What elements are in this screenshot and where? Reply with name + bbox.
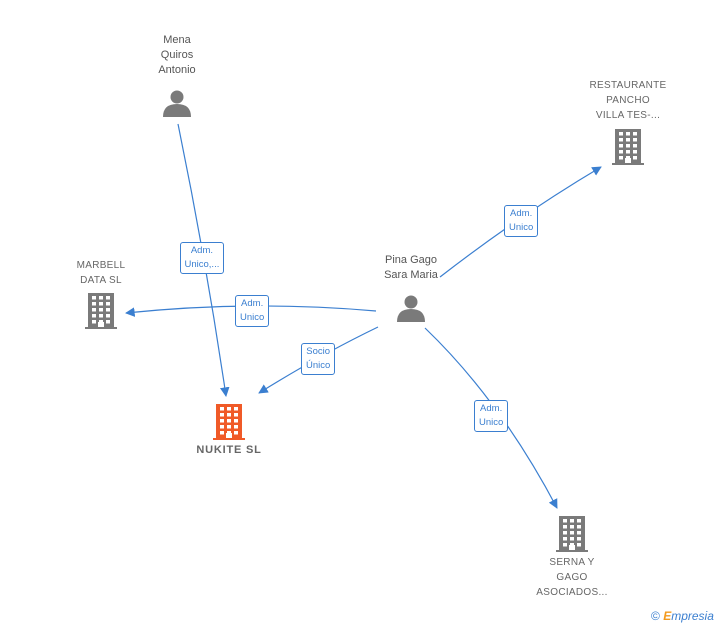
edge-label-pina-restaurante[interactable]: Adm. Unico [504, 205, 539, 237]
empresia-logo: Empresia [663, 609, 714, 623]
node-label-pina[interactable]: Pina Gago Sara Maria [384, 254, 438, 281]
node-label-nukite[interactable]: NUKITE SL [196, 444, 262, 456]
node-label-serna[interactable]: SERNA Y GAGO ASOCIADOS... [536, 557, 608, 598]
node-label-mena[interactable]: Mena Quiros Antonio [158, 34, 196, 76]
edge-label-pina-marbell[interactable]: Adm. Unico [235, 295, 270, 327]
building-icon-marbell[interactable] [85, 293, 117, 329]
edge-label-pina-nukite[interactable]: Socio Único [301, 343, 336, 375]
edge-label-mena-nukite[interactable]: Adm. Unico,... [179, 242, 225, 274]
person-icon-mena[interactable] [163, 90, 191, 118]
building-icon-restaurante[interactable] [612, 129, 644, 165]
copyright-symbol: © [651, 609, 660, 623]
building-icon-nukite[interactable] [213, 404, 245, 440]
person-icon-pina[interactable] [397, 295, 425, 323]
footer-brand: © Empresia [651, 609, 714, 623]
building-icon-serna[interactable] [556, 516, 588, 552]
node-label-marbell[interactable]: MARBELL DATA SL [76, 260, 126, 286]
node-label-restaurante[interactable]: RESTAURANTE PANCHO VILLA TES-... [589, 80, 667, 121]
edge-label-pina-serna[interactable]: Adm. Unico [474, 400, 509, 432]
